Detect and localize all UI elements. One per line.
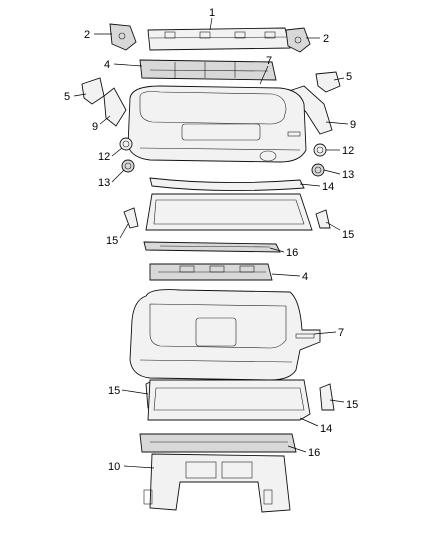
- callout-7-mid: 7: [338, 327, 344, 339]
- callout-13-right: 13: [342, 169, 354, 181]
- callout-4-mid: 4: [302, 271, 308, 283]
- callout-12-right: 12: [342, 145, 354, 157]
- callout-5-right: 5: [346, 71, 352, 83]
- callout-15-lower-left: 15: [108, 385, 120, 397]
- part-7-upper-fascia: [127, 85, 307, 163]
- part-4-lower-absorber: [149, 263, 273, 281]
- callout-14-bottom: 14: [320, 423, 332, 435]
- part-15-upper-right-deflector: [315, 209, 331, 229]
- callout-15-upper-left: 15: [106, 235, 118, 247]
- part-16-lower-splash-shield: [139, 433, 297, 453]
- part-10-lower-support-frame: [143, 453, 291, 513]
- leader-lines: [73, 17, 349, 469]
- callout-13-left: 13: [98, 177, 110, 189]
- callout-15-lower-right: 15: [346, 399, 358, 411]
- callout-16-top: 16: [286, 247, 298, 259]
- part-14-upper-air-dam: [149, 177, 305, 192]
- callout-1: 1: [209, 7, 215, 19]
- part-5-left-side-bracket: [81, 77, 105, 105]
- part-7-lower-fascia: [129, 289, 321, 381]
- callout-12-left: 12: [98, 151, 110, 163]
- callout-numbers: 1 2 2 4 7 5 5 9 9 12 12 13 13 14 15 15 1…: [64, 7, 358, 473]
- callout-7-top: 7: [266, 55, 272, 67]
- callout-4-top: 4: [104, 59, 110, 71]
- callout-2-right: 2: [323, 33, 329, 45]
- callout-14-top: 14: [322, 181, 334, 193]
- part-4-upper-absorber: [139, 59, 277, 81]
- part-1-bumper-reinforcement: [147, 27, 291, 51]
- part-13-left-fog-lamp: [121, 159, 135, 173]
- upper-lower-fascia-frame: [145, 193, 313, 231]
- callout-9-left: 9: [92, 121, 98, 133]
- callout-9-right: 9: [350, 119, 356, 131]
- callout-15-upper-right: 15: [342, 229, 354, 241]
- part-9-left-retainer: [103, 87, 127, 127]
- part-5-right-side-bracket: [315, 71, 341, 93]
- part-15-lower-right-deflector: [319, 383, 335, 411]
- part-12-left-fog-bezel: [119, 137, 133, 151]
- part-16-upper-splash-shield: [143, 241, 281, 253]
- part-15-upper-left-deflector: [123, 207, 139, 229]
- part-12-right-fog-bezel: [313, 143, 327, 157]
- part-2-left-bracket: [109, 23, 137, 51]
- callout-2-left: 2: [84, 29, 90, 41]
- part-2-right-bracket: [285, 27, 311, 53]
- part-14-lower-air-dam: [147, 379, 311, 421]
- callout-16-bottom: 16: [308, 447, 320, 459]
- part-13-right-fog-lamp: [311, 163, 325, 177]
- callout-5-left: 5: [64, 91, 70, 103]
- callout-10: 10: [108, 461, 120, 473]
